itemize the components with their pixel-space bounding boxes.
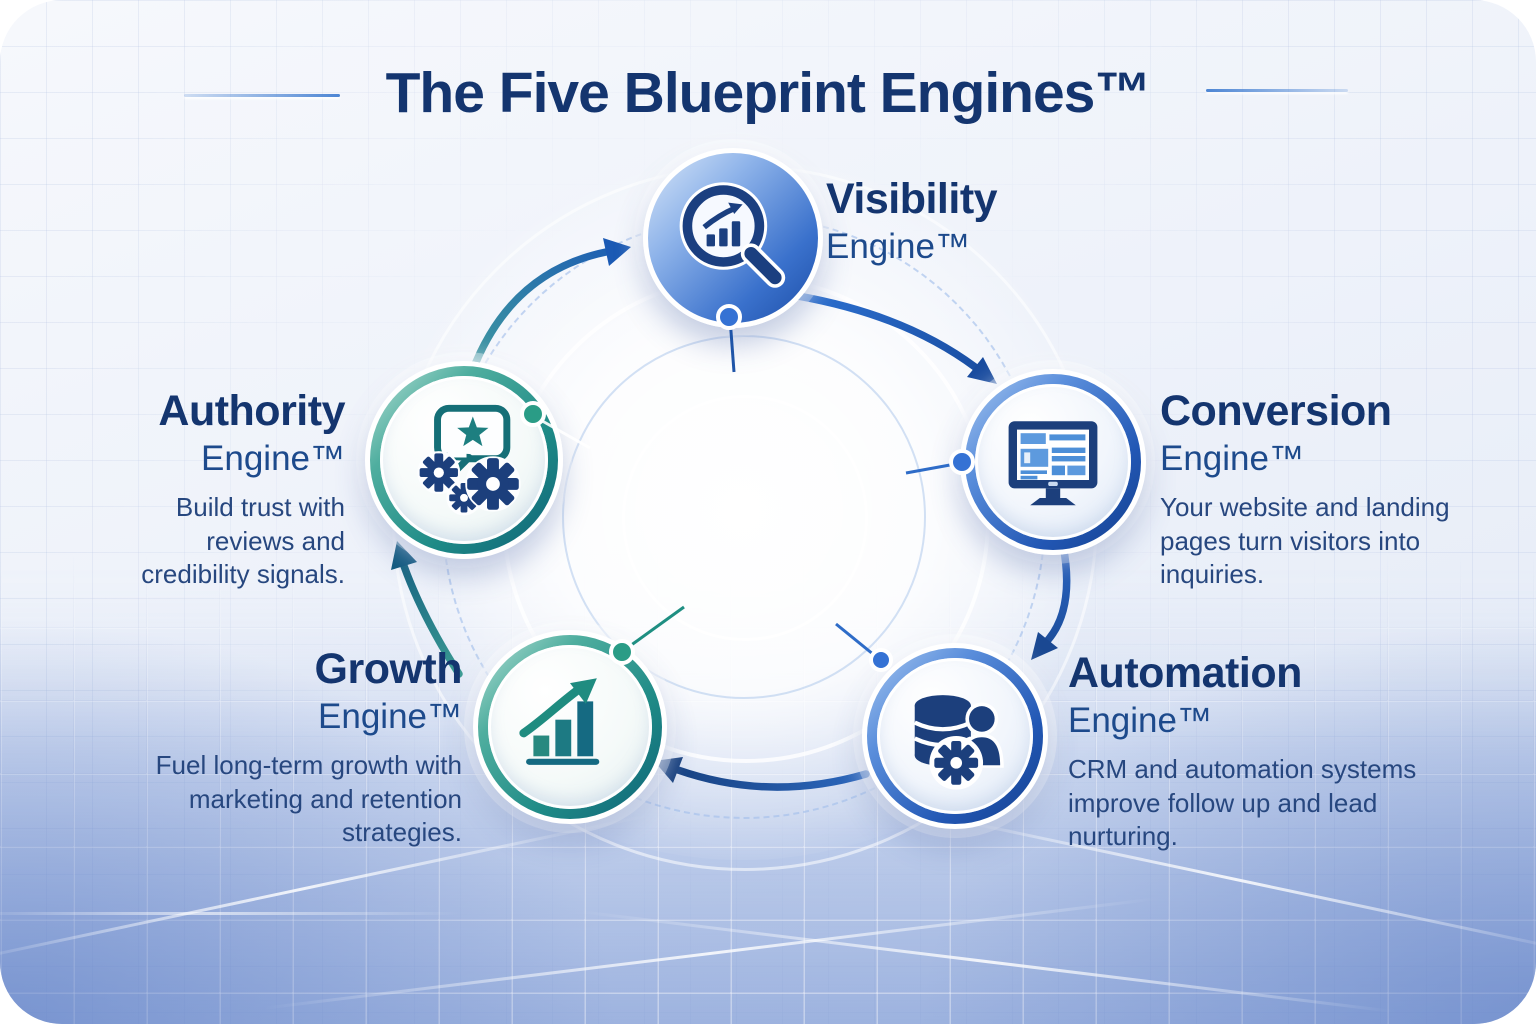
growth-subheading: Engine™ [318,696,462,736]
database-gear-person-icon [913,695,1004,790]
arrow-conversion-to-automation [1031,541,1071,660]
conversion-node-inner [975,384,1131,540]
visibility-subheading: Engine™ [826,226,970,266]
growth-needle [622,605,685,653]
automation-label: Automation Engine™ CRM and automation sy… [1068,649,1433,854]
authority-dot [520,401,546,427]
authority-heading: Authority [158,387,345,435]
monitor-icon [1008,421,1098,506]
authority-subheading: Engine™ [201,438,345,478]
authority-node-inner [380,376,548,544]
conversion-node [960,369,1146,555]
growth-dot [609,639,635,665]
title-rule-right [1206,89,1348,92]
authority-description: Build trust with reviews and credibility… [141,491,345,590]
conversion-dot [949,449,975,475]
page-title: The Five Blueprint Engines™ [385,61,1152,125]
authority-label: Authority Engine™ Build trust with revie… [95,387,345,592]
conversion-heading: Conversion [1160,387,1392,435]
authority-node [365,361,563,559]
arrow-automation-to-growth [654,757,870,791]
automation-description: CRM and automation systems improve follo… [1068,753,1417,852]
arrow-visibility-to-conversion [794,292,997,384]
automation-subheading: Engine™ [1068,700,1212,740]
center-ring [622,395,868,641]
automation-heading: Automation [1068,649,1302,697]
arrow-growth-to-authority [391,541,463,678]
authority-needle [536,416,591,450]
visibility-node [643,148,823,328]
visibility-label: Visibility Engine™ [826,175,998,266]
floor-streak [0,912,460,915]
growth-node-inner [488,645,652,809]
automation-node-inner [877,658,1033,814]
visibility-dot [716,304,742,330]
growth-description: Fuel long-term growth with marketing and… [155,749,462,848]
conversion-label: Conversion Engine™ Your website and land… [1160,387,1455,592]
arrow-authority-to-visibility [468,238,631,376]
bar-chart-growth-arrow-icon [519,678,600,765]
automation-node [862,643,1048,829]
center-ring [562,335,926,699]
growth-node [473,630,667,824]
speech-bubble-star-gears-icon [417,404,521,516]
title-rule-left [184,94,340,97]
conversion-subheading: Engine™ [1160,438,1304,478]
magnifier-bar-chart-icon [679,182,786,288]
growth-heading: Growth [314,645,463,693]
visibility-heading: Visibility [826,175,998,223]
conversion-description: Your website and landing pages turn visi… [1160,491,1450,590]
growth-label: Growth Engine™ Fuel long-term growth wit… [142,645,463,850]
automation-dot [869,648,893,672]
